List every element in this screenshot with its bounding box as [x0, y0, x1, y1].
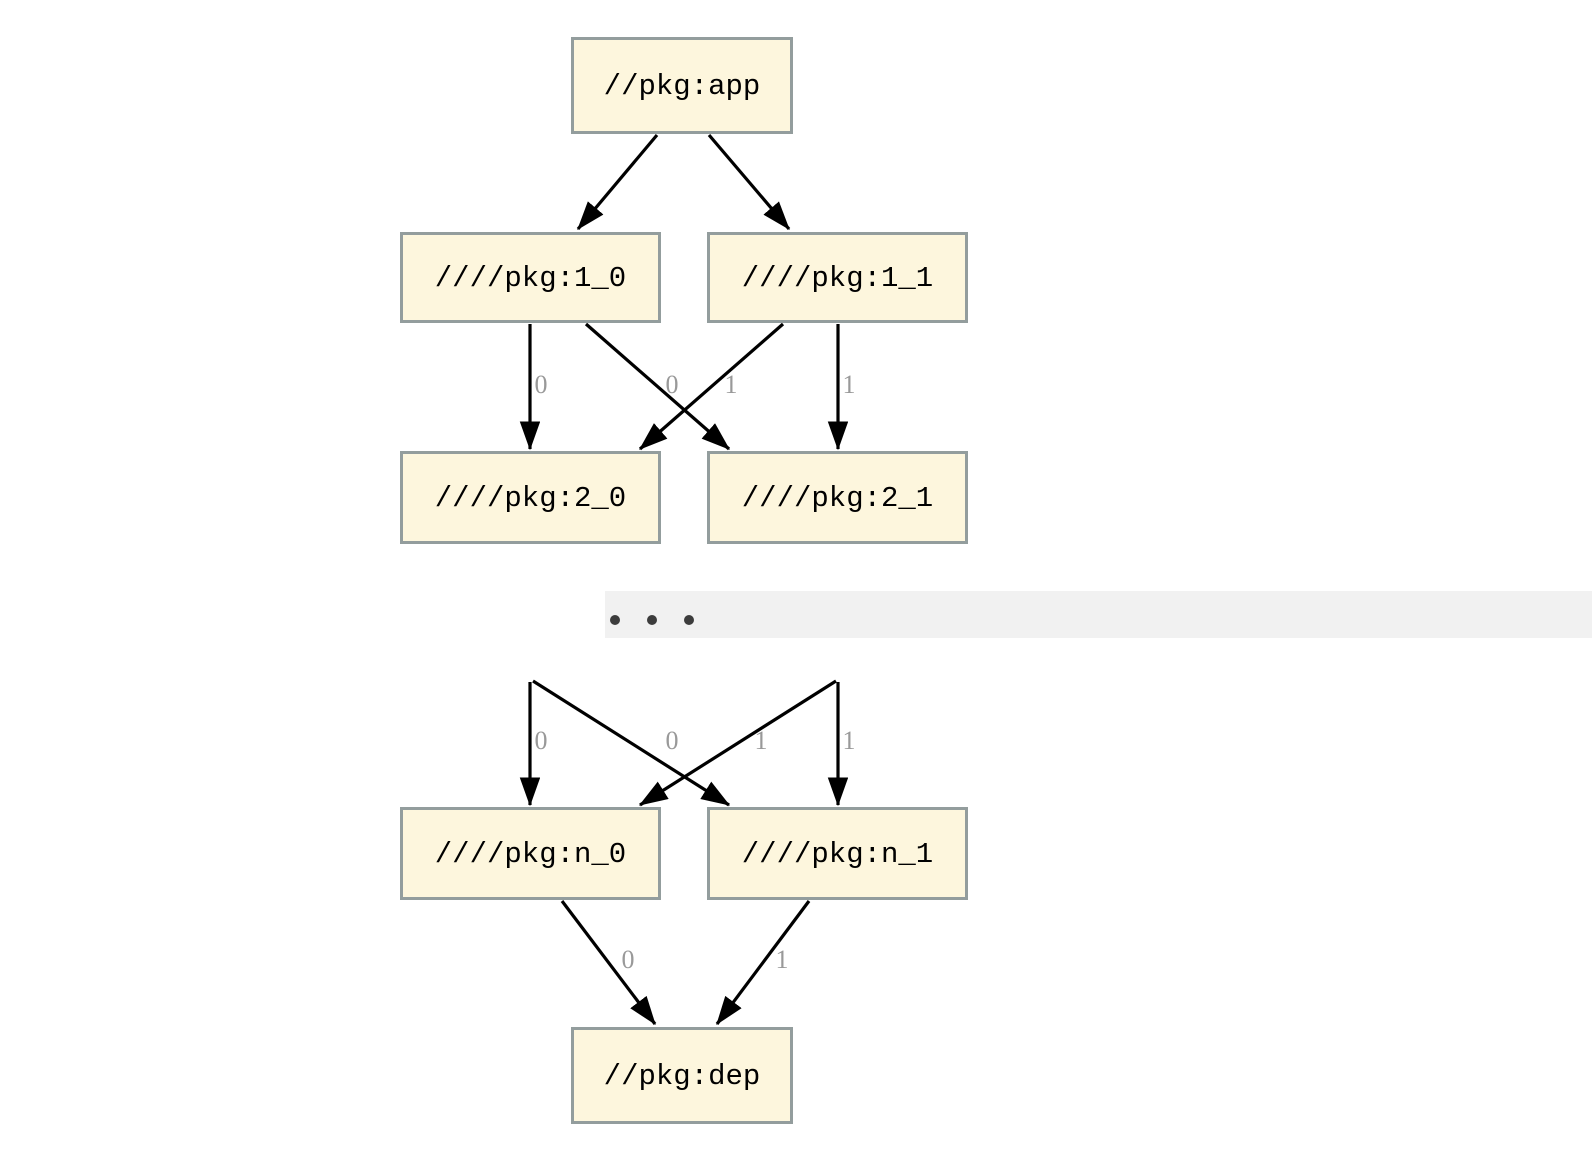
node-n2_0[interactable]: ////pkg:2_0	[400, 451, 661, 544]
node-nn_1[interactable]: ////pkg:n_1	[707, 807, 968, 900]
node-box-n2_1[interactable]	[707, 451, 968, 544]
edge-label-e-1_1-2_0: 1	[725, 370, 738, 399]
node-n1_1[interactable]: ////pkg:1_1	[707, 232, 968, 323]
node-box-nn_0[interactable]	[400, 807, 661, 900]
node-box-n2_0[interactable]	[400, 451, 661, 544]
edge-label-e-n_0-dep: 0	[622, 945, 635, 974]
edge-e-app-1_0	[576, 133, 659, 231]
node-box-n1_0[interactable]	[400, 232, 661, 323]
node-label-n2_0: ////pkg:2_0	[435, 482, 626, 515]
edge-label-e-1_1-2_1: 1	[843, 370, 856, 399]
ellipsis-dot-0	[610, 615, 620, 625]
node-label-nn_0: ////pkg:n_0	[435, 838, 626, 871]
edge-label-e-y-n_0: 1	[755, 726, 768, 755]
edge-label-layer: 0 0 1 1 0 0 1 1 0 1	[535, 370, 856, 974]
edge-label-e-x-n_1: 0	[666, 726, 679, 755]
edge-e-n_0-dep	[560, 900, 657, 1026]
edge-e-1_0-2_1	[584, 322, 731, 451]
edge-e-app-1_1	[707, 133, 791, 231]
edge-e-1_1-2_0	[638, 322, 785, 451]
node-dep[interactable]: //pkg:dep	[571, 1027, 793, 1124]
node-box-nn_1[interactable]	[707, 807, 968, 900]
node-label-n2_1: ////pkg:2_1	[742, 482, 933, 515]
edge-e-x-n_1	[532, 679, 731, 807]
edge-label-e-1_0-2_0: 0	[535, 370, 548, 399]
node-box-app[interactable]	[571, 37, 793, 134]
node-n2_1[interactable]: ////pkg:2_1	[707, 451, 968, 544]
edge-e-y-n_0	[638, 679, 837, 807]
ellipsis-dot-2	[684, 615, 694, 625]
node-label-dep: //pkg:dep	[604, 1060, 761, 1093]
node-box-dep[interactable]	[571, 1027, 793, 1124]
node-label-app: //pkg:app	[604, 70, 761, 103]
truncation-band	[605, 591, 1592, 638]
ellipsis-dot-1	[647, 615, 657, 625]
node-layer: //pkg:app ////pkg:1_0 ////pkg:1_1 ////pkg:2…	[400, 37, 968, 1124]
node-n1_0[interactable]: ////pkg:1_0	[400, 232, 661, 323]
node-nn_0[interactable]: ////pkg:n_0	[400, 807, 661, 900]
node-app[interactable]: //pkg:app	[571, 37, 793, 134]
edge-layer	[519, 133, 849, 1026]
node-label-n1_1: ////pkg:1_1	[742, 262, 933, 295]
node-box-n1_1[interactable]	[707, 232, 968, 323]
truncation-band-group	[605, 591, 1592, 638]
edge-label-e-y-n_1: 1	[843, 726, 856, 755]
edge-label-e-x-n_0: 0	[535, 726, 548, 755]
edge-label-e-n_1-dep: 1	[776, 945, 789, 974]
edge-e-n_1-dep	[715, 900, 811, 1026]
edge-label-e-1_0-2_1: 0	[666, 370, 679, 399]
node-label-n1_0: ////pkg:1_0	[435, 262, 626, 295]
node-label-nn_1: ////pkg:n_1	[742, 838, 933, 871]
